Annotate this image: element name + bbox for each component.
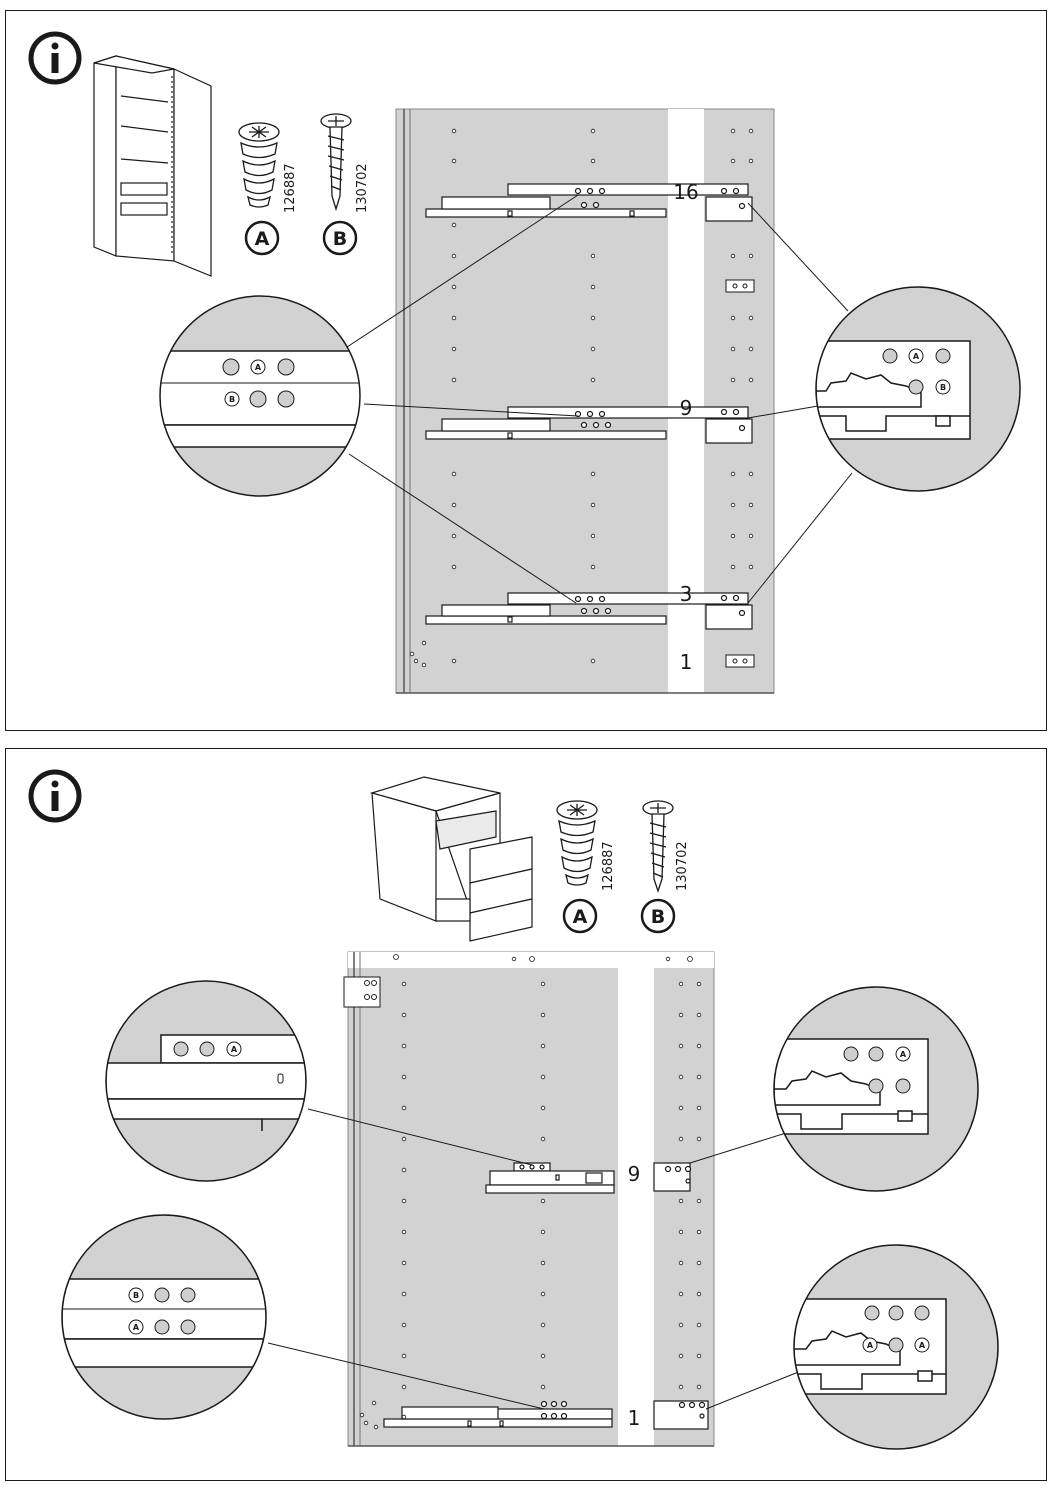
drawer-runner-1	[383, 1400, 709, 1430]
hole-column-front	[451, 128, 457, 664]
panel-illustration-2: 126887 A 130702 B	[28, 769, 999, 1450]
hinge-plate	[725, 279, 755, 668]
info-icon	[28, 769, 82, 823]
drawer-unit-thumbnail	[369, 776, 533, 942]
part-number-b: 130702	[355, 163, 370, 213]
bottom-corner-holes	[359, 1400, 407, 1430]
info-icon	[28, 31, 82, 85]
hole-number-9: 9	[680, 396, 693, 420]
zoom-detail-lower-left: B A	[61, 1214, 267, 1420]
cabinet-side-panel	[343, 951, 715, 1447]
part-label-a: A	[244, 220, 280, 256]
leader-lines	[343, 194, 853, 604]
part-number-a: 126887	[601, 841, 616, 891]
zoom-detail-left: A B	[159, 295, 361, 497]
hole-column-back	[730, 128, 754, 570]
svg-text:A: A	[919, 1341, 926, 1350]
cam-dowel-icon	[556, 800, 598, 886]
hole-number-9: 9	[628, 1162, 641, 1186]
hole-number-3: 3	[680, 582, 693, 606]
svg-text:B: B	[133, 1291, 139, 1300]
screw-icon	[320, 113, 352, 212]
hole-column-front	[393, 954, 407, 1390]
svg-text:B: B	[651, 906, 665, 928]
drawer-runner-9	[485, 1162, 692, 1194]
hole-number-1: 1	[628, 1406, 641, 1430]
drawer-runner-16	[425, 183, 753, 222]
tall-cabinet-thumbnail	[93, 55, 212, 277]
svg-text:B: B	[940, 383, 946, 392]
svg-text:A: A	[867, 1341, 874, 1350]
drawer-runner-9	[425, 406, 753, 444]
svg-text:A: A	[913, 352, 920, 361]
zoom-detail-lower-right: A A	[793, 1244, 999, 1450]
instruction-panel-tall-cabinet: 126887 A 130702 B	[5, 10, 1047, 731]
drawer-runner-3	[425, 592, 753, 630]
part-label-b: B	[640, 898, 676, 934]
svg-text:A: A	[133, 1323, 140, 1332]
bottom-corner-holes	[409, 640, 427, 668]
hole-number-1: 1	[680, 650, 693, 674]
svg-text:A: A	[900, 1050, 907, 1059]
part-label-a: A	[562, 898, 598, 934]
hole-column-back	[665, 956, 702, 1390]
cam-dowel-icon	[238, 122, 280, 208]
svg-text:B: B	[229, 395, 235, 404]
hole-column-middle	[511, 956, 546, 1390]
svg-text:A: A	[231, 1045, 238, 1054]
svg-text:A: A	[255, 363, 262, 372]
part-number-a: 126887	[283, 163, 298, 213]
part-label-b: B	[322, 220, 358, 256]
zoom-detail-right: A B	[815, 286, 1021, 492]
instruction-panel-drawer-unit: 126887 A 130702 B	[5, 748, 1047, 1481]
hole-number-16: 16	[673, 180, 698, 204]
svg-text:A: A	[573, 906, 588, 928]
leader-lines	[267, 1108, 807, 1410]
zoom-detail-upper-right: A	[773, 986, 979, 1192]
hole-column-middle	[590, 128, 596, 664]
panel-illustration: 126887 A 130702 B	[28, 31, 1021, 694]
screw-icon	[642, 800, 674, 894]
svg-text:A: A	[255, 228, 270, 250]
zoom-detail-upper-left: A	[105, 980, 307, 1182]
svg-text:B: B	[333, 228, 347, 250]
part-number-b: 130702	[675, 841, 690, 891]
